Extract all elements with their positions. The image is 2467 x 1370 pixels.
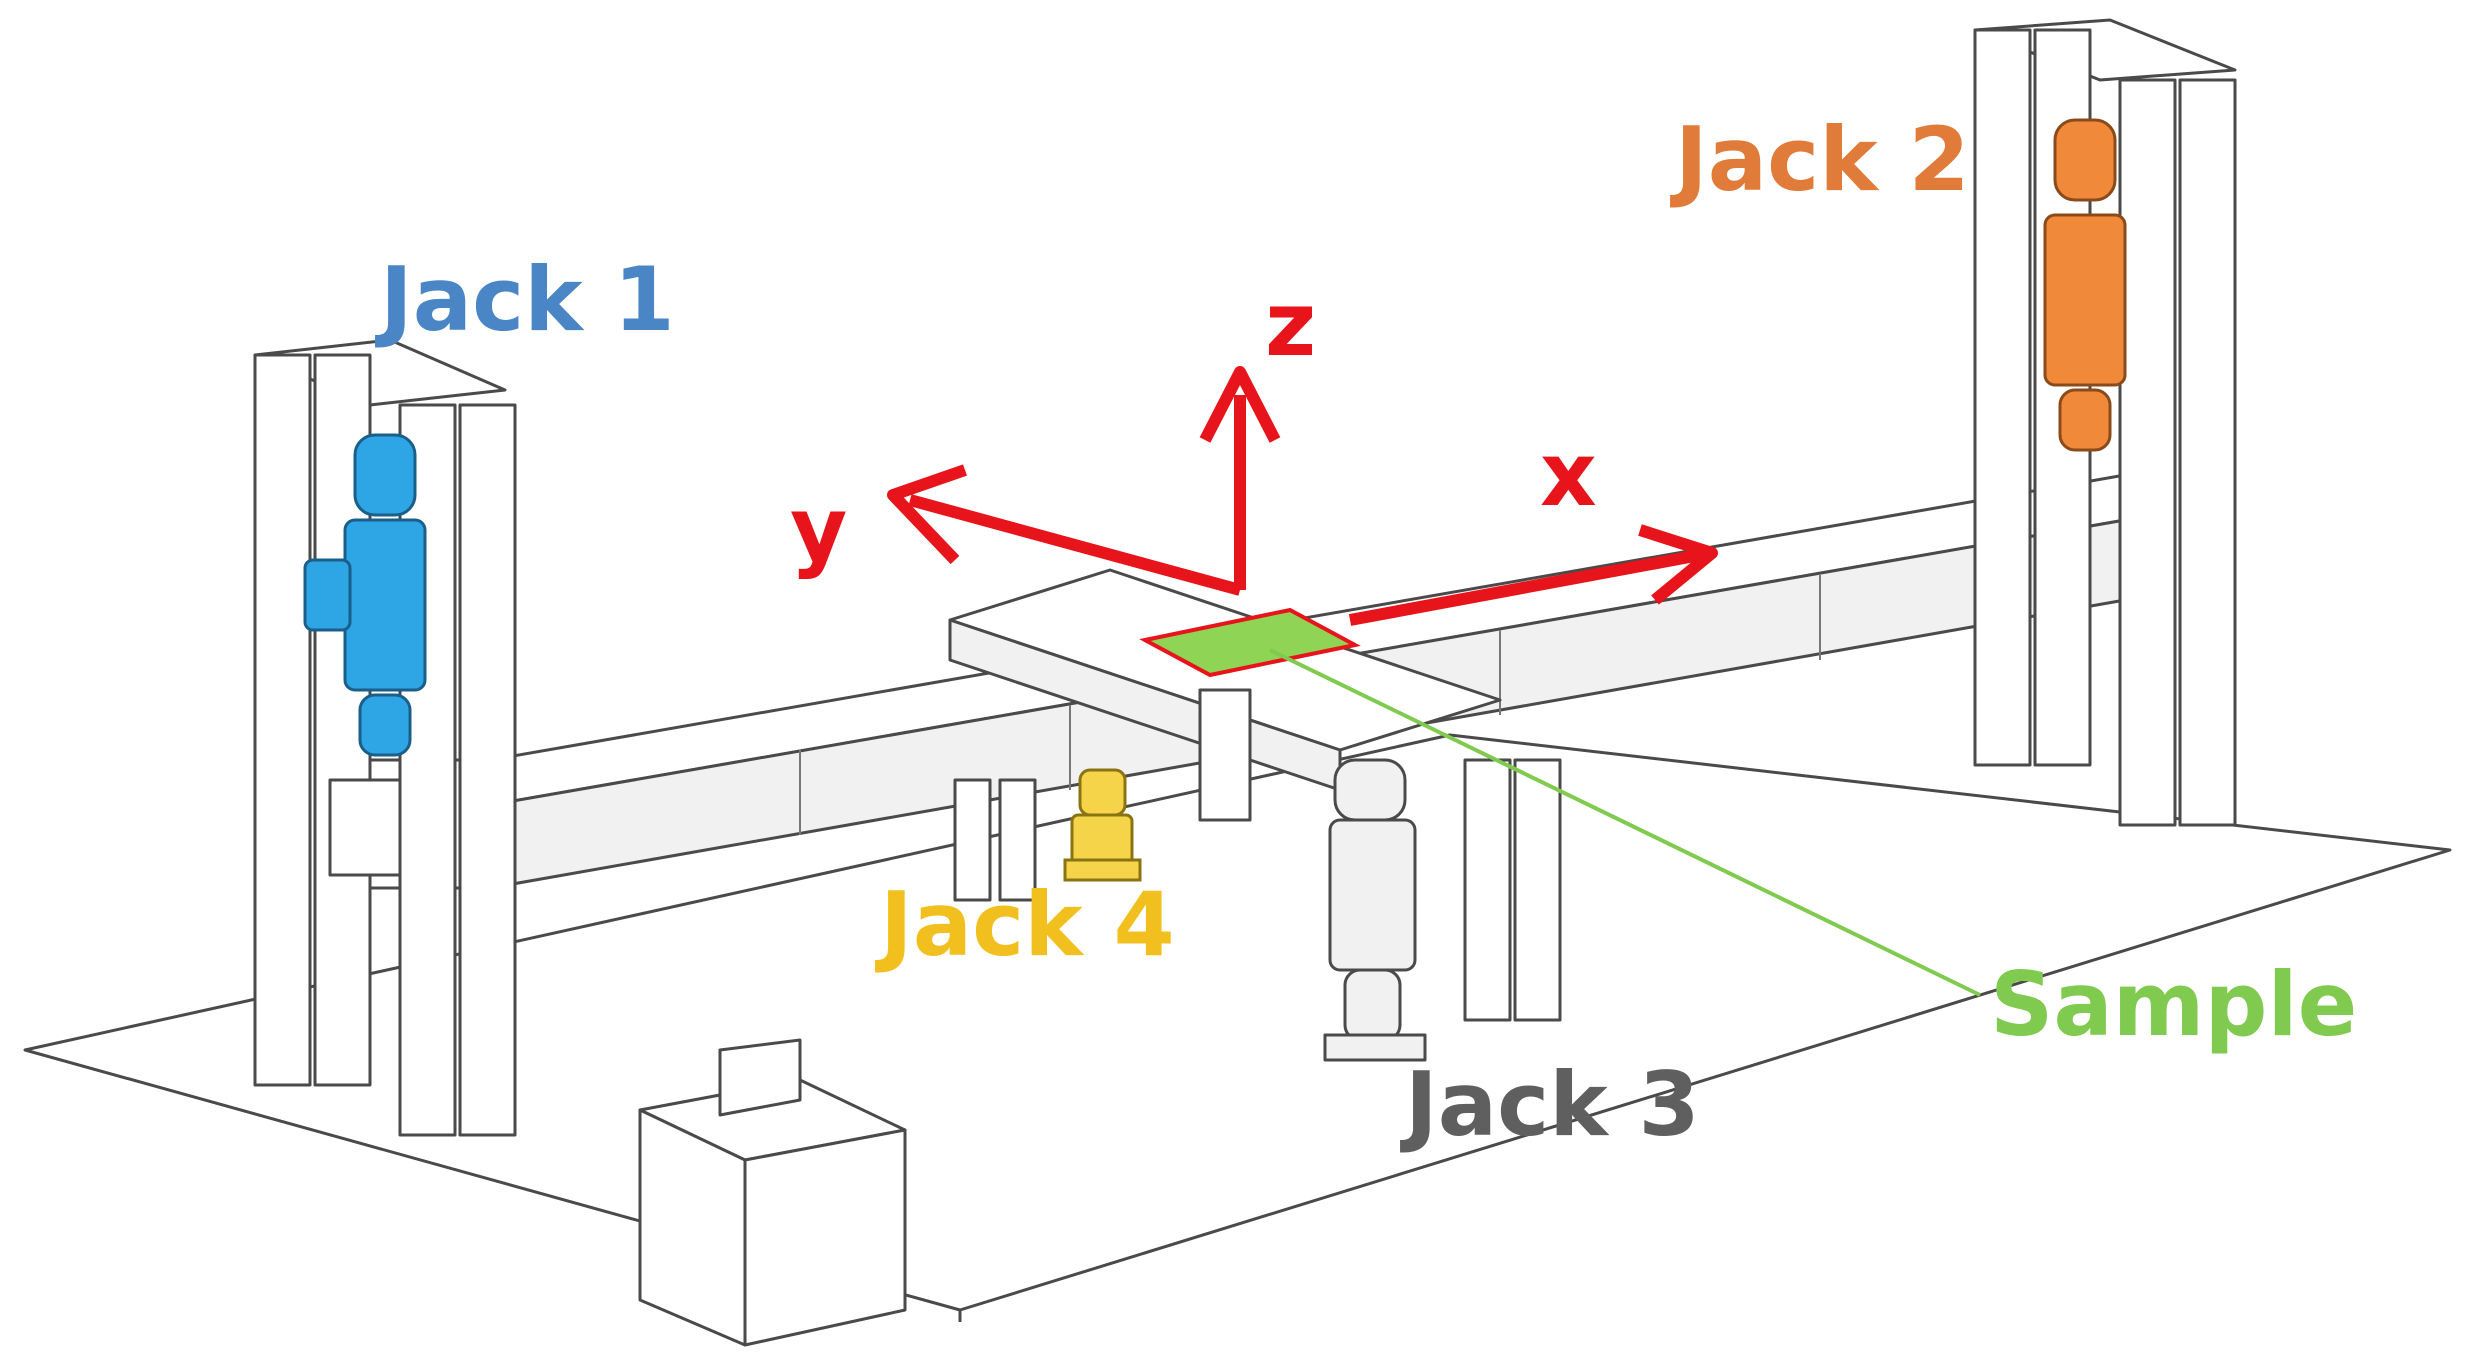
label-jack4: Jack 4 [875, 873, 1175, 976]
label-jack3: Jack 3 [1400, 1053, 1700, 1156]
left-frame [253, 338, 517, 1137]
jack2-actuator [2043, 118, 2127, 452]
jack3-actuator [1323, 758, 1427, 1062]
z-axis-arrow [1199, 366, 1281, 590]
support-columns [953, 758, 1562, 1022]
axis-label-y: y [790, 478, 847, 581]
sample-leader-line [1269, 648, 1981, 997]
computer-workstation [638, 1038, 907, 1347]
sample-plate [1139, 607, 1361, 678]
y-axis-arrow [887, 464, 1242, 596]
coordinate-axes [887, 366, 1718, 626]
x-axis-arrow [1348, 524, 1718, 626]
right-frame [1973, 18, 2237, 827]
axis-label-x: x [1540, 423, 1597, 526]
jack1-actuator [303, 433, 427, 757]
jack4-actuator [1063, 768, 1142, 882]
label-jack2: Jack 2 [1670, 108, 1970, 211]
jack1-cylinder [353, 433, 417, 517]
label-jack1: Jack 1 [375, 248, 675, 351]
label-sample: Sample [1990, 953, 2357, 1056]
axis-label-z: z [1265, 273, 1316, 376]
